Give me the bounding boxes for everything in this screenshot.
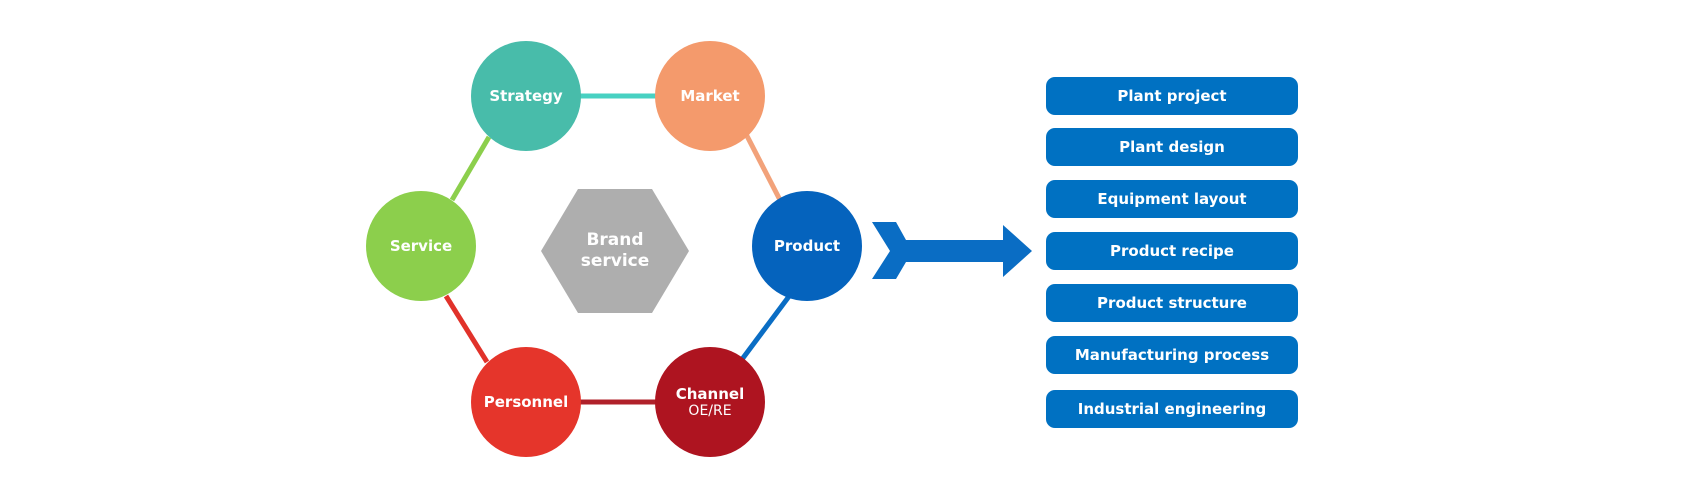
node-strategy-label: Strategy: [489, 87, 563, 105]
node-product-label: Product: [773, 237, 841, 255]
node-product: Product: [752, 191, 862, 301]
list-item-manufacturing-process: Manufacturing process: [1046, 336, 1298, 374]
arrow-right: [872, 222, 1032, 279]
node-service-label: Service: [389, 237, 453, 255]
list-item-label: Plant design: [1119, 138, 1225, 156]
list-item-label: Manufacturing process: [1074, 346, 1270, 364]
list-item-equipment-layout: Equipment layout: [1046, 180, 1298, 218]
node-channel: Channel OE/RE: [655, 347, 765, 457]
node-channel-sublabel: OE/RE: [688, 402, 732, 419]
node-personnel-label: Personnel: [483, 393, 569, 411]
node-market-label: Market: [680, 87, 740, 105]
list-item-product-structure: Product structure: [1046, 284, 1298, 322]
list-item-product-recipe: Product recipe: [1046, 232, 1298, 270]
node-service: Service: [366, 191, 476, 301]
center-label-line2: service: [580, 251, 650, 271]
edge-personnel-service: [443, 294, 490, 364]
edge-product-channel: [737, 293, 793, 364]
list-item-label: Equipment layout: [1097, 190, 1247, 208]
list-item-industrial-engineering: Industrial engineering: [1046, 390, 1298, 428]
list-item-label: Industrial engineering: [1077, 400, 1267, 418]
edge-service-strategy: [449, 135, 492, 202]
brand-service-hexagon: Brand service: [541, 189, 689, 313]
node-strategy: Strategy: [471, 41, 581, 151]
list-item-label: Product structure: [1097, 294, 1247, 312]
edge-market-product: [743, 132, 783, 202]
node-market: Market: [655, 41, 765, 151]
node-personnel: Personnel: [471, 347, 581, 457]
list-item-label: Product recipe: [1110, 242, 1234, 260]
list-item-plant-design: Plant design: [1046, 128, 1298, 166]
list-item-label: Plant project: [1117, 87, 1227, 105]
list-item-plant-project: Plant project: [1046, 77, 1298, 115]
node-channel-label: Channel: [675, 384, 745, 403]
center-label-line1: Brand: [586, 229, 644, 250]
